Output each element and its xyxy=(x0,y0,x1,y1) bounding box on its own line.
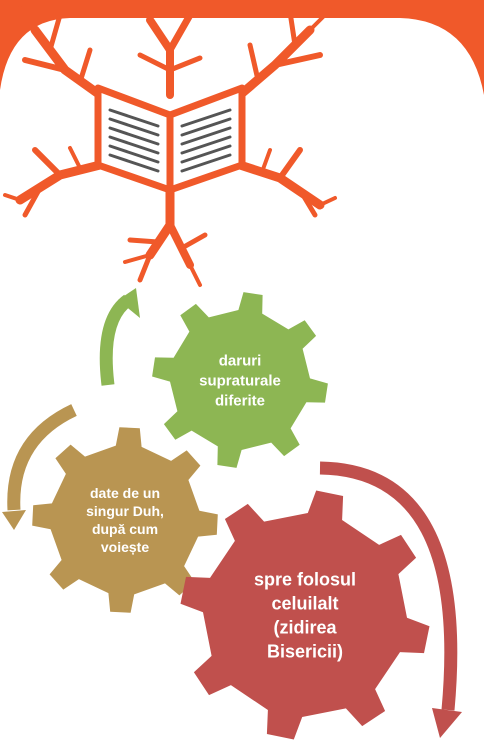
gear-tan-label-line: după cum xyxy=(92,521,158,537)
gear-green-label-line: diferite xyxy=(215,392,265,409)
gear-green: daruri supraturale diferite xyxy=(152,292,328,468)
curved-arrow-icon xyxy=(319,461,462,738)
gear-tan-label-line: date de un xyxy=(90,485,160,501)
gear-red-label-line: celuilalt xyxy=(271,593,338,613)
gear-tan-label-line: singur Duh, xyxy=(86,503,164,519)
gear-red-body xyxy=(180,490,430,740)
gear-red-label-line: Bisericii) xyxy=(267,641,343,661)
gear-tan: date de un singur Duh, după cum voiește xyxy=(32,427,218,613)
header-band xyxy=(0,0,484,95)
gear-green-label-line: daruri xyxy=(219,352,262,369)
curved-arrow-icon xyxy=(99,288,140,386)
gear-green-body xyxy=(152,292,328,468)
gear-red-label-line: (zidirea xyxy=(273,617,337,637)
gear-green-label-line: supraturale xyxy=(199,372,281,389)
open-book-tree-icon xyxy=(3,0,337,287)
gear-tan-label-line: voiește xyxy=(101,539,149,555)
gear-tan-body xyxy=(32,427,218,613)
gear-red-label-line: spre folosul xyxy=(254,569,356,589)
curved-arrow-icon xyxy=(2,404,77,530)
